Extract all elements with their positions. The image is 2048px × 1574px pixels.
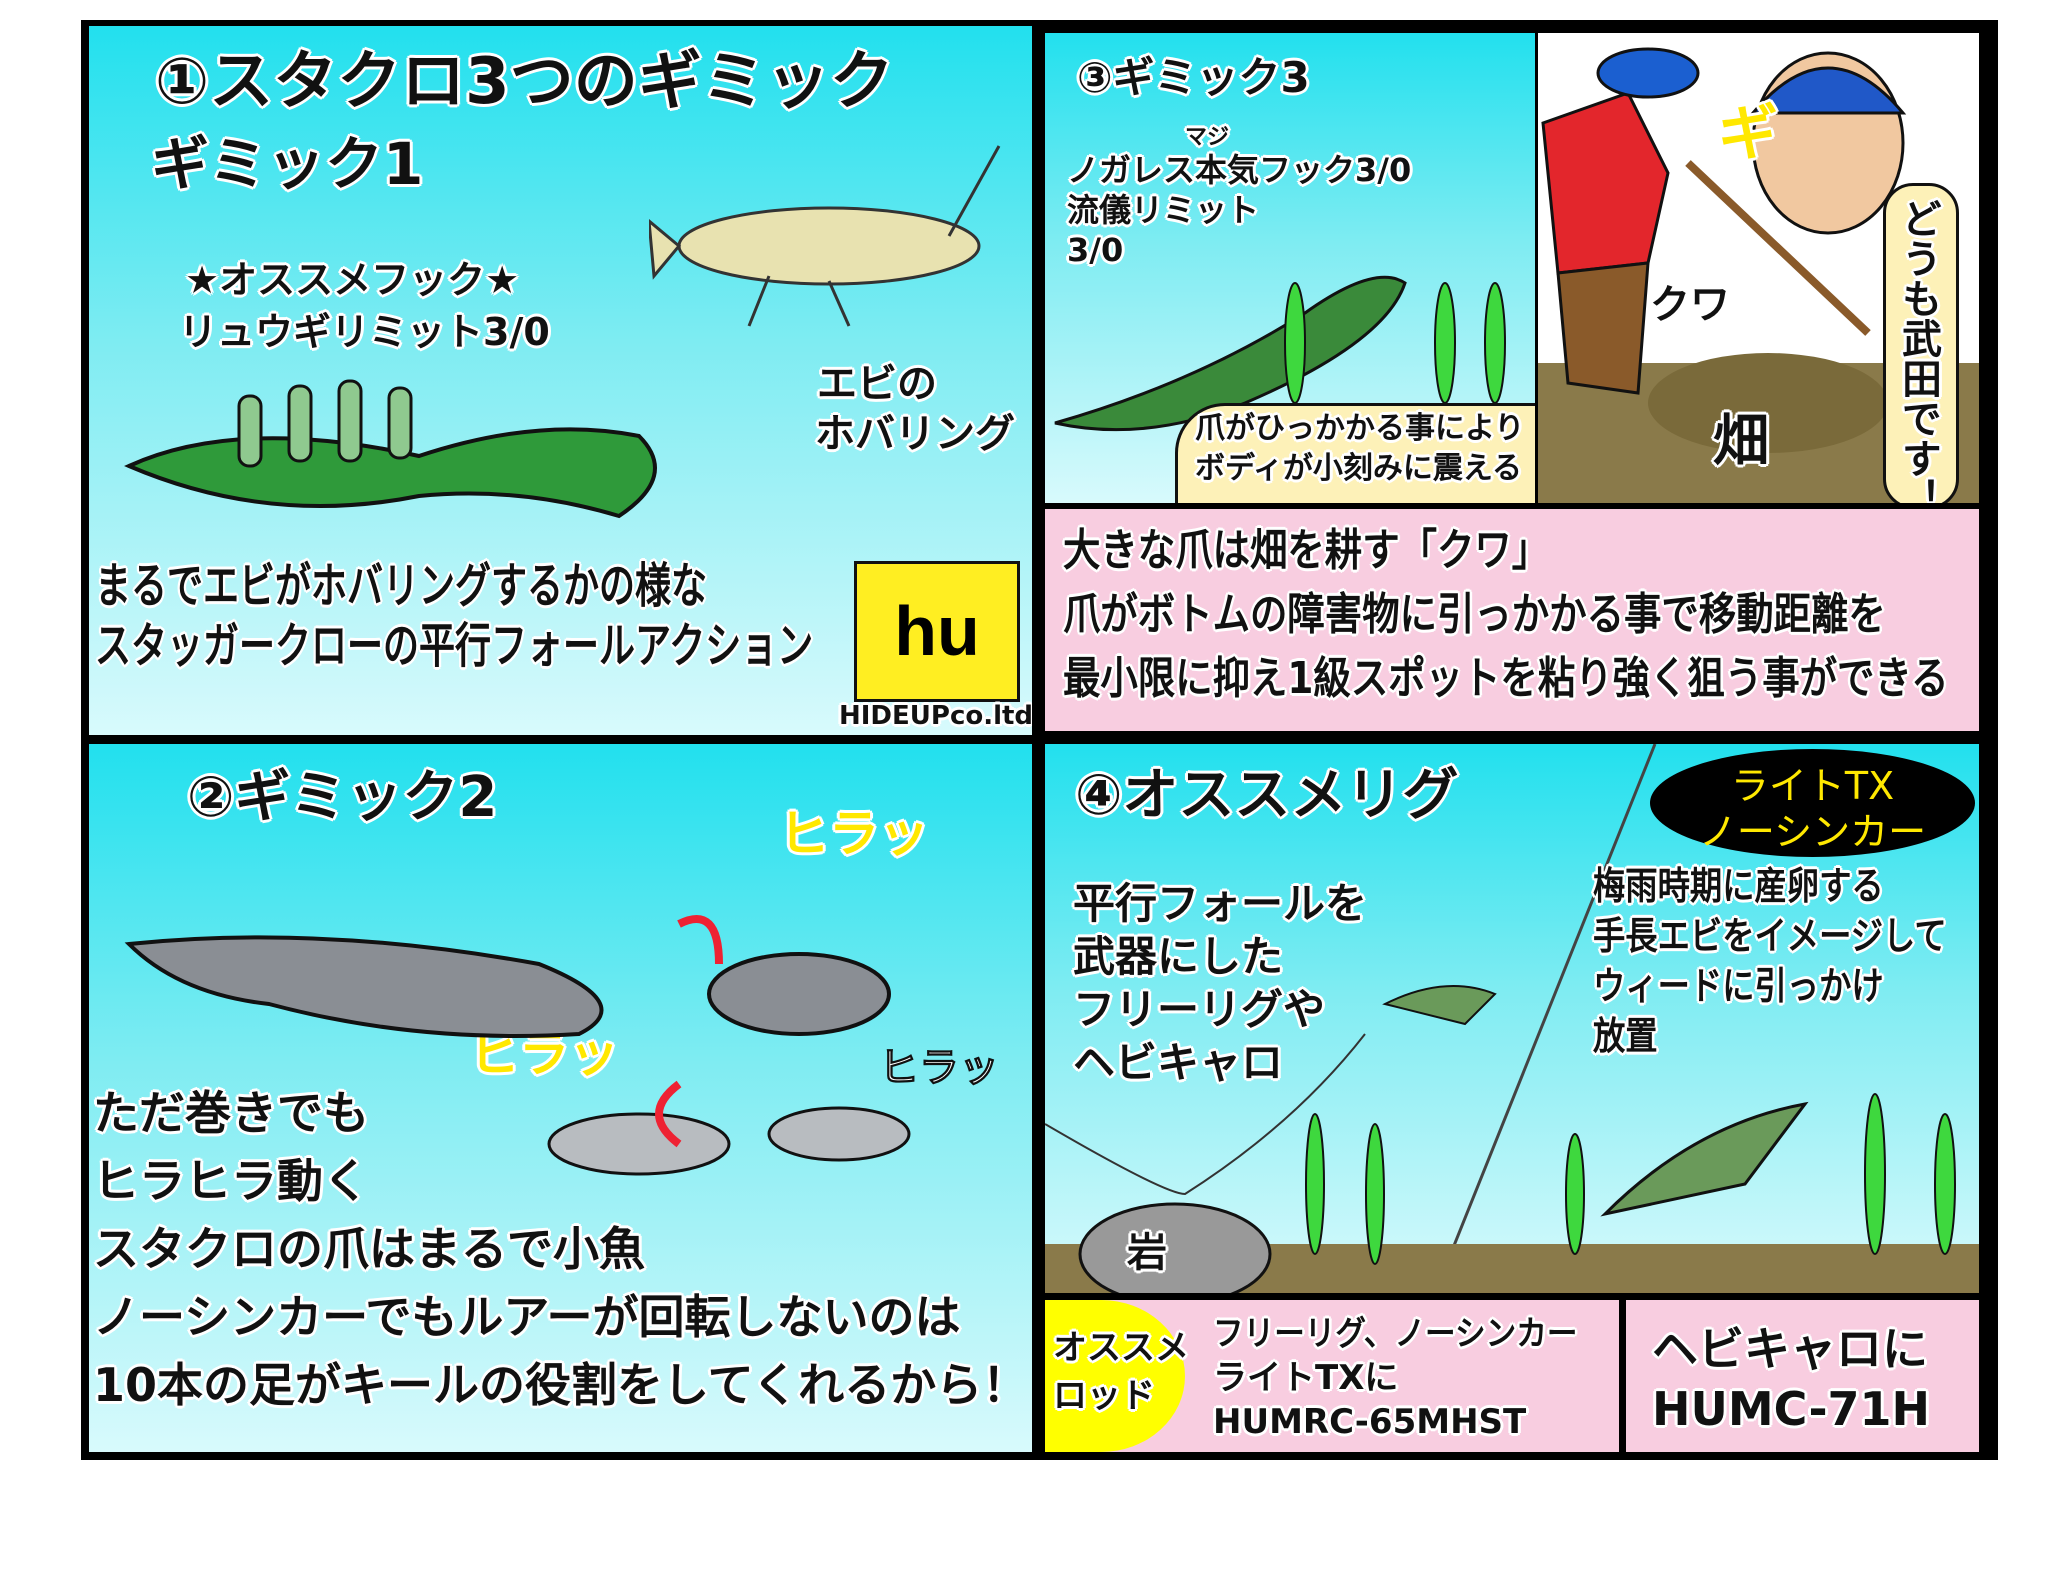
bubble-text-2: ボディが小刻みに震える xyxy=(1195,451,1522,486)
hook-label: ★オススメフック★ xyxy=(185,258,520,302)
company-name: HIDEUPco.ltd xyxy=(839,701,1032,731)
info-line-3: 最小限に抑え1級スポットを粘り強く狙う事ができる xyxy=(1063,653,1949,704)
rig-badge-line-1: ライトTX xyxy=(1730,764,1895,808)
rig-illustration xyxy=(1045,744,1979,1293)
panel-1-desc-2: スタッガークローの平行フォールアクション xyxy=(95,618,814,674)
panel-gimmick-3: ③ギミック3 マジ ノガレス本気フック3/0 流儀リミット 3/0 爪がひっかか… xyxy=(1045,33,1535,503)
info-line-2: 爪がボトムの障害物に引っかかる事で移動距離を xyxy=(1063,589,1886,640)
panel-2-desc-1: ただ巻きでも xyxy=(93,1086,369,1140)
panel-1-subtitle: ギミック1 xyxy=(151,130,424,198)
speech-bubble xyxy=(1175,403,1535,503)
rig-badge-line-2: ノーシンカー xyxy=(1698,810,1927,854)
field-label: 畑 xyxy=(1713,409,1769,474)
panel-4-right-1: 梅雨時期に産卵する xyxy=(1593,864,1884,908)
rod-2-line-1: ヘビキャロに xyxy=(1652,1322,1928,1376)
grey-lure-and-fish-illustration xyxy=(124,915,911,1176)
green-lure-illustration xyxy=(124,379,657,519)
rod-2-model: HUMC-71H xyxy=(1652,1382,1931,1436)
company-logo: hu xyxy=(854,561,1020,702)
panel-3-hook-2: 流儀リミット xyxy=(1067,191,1260,229)
shrimp-label-2: ホバリング xyxy=(815,411,1015,457)
recommended-rod-tag xyxy=(1045,1300,1185,1452)
rock-label: 岩 xyxy=(1127,1230,1167,1276)
rod-box-1: オススメ ロッド フリーリグ、ノーシンカー ライトTXに HUMRC-65MHS… xyxy=(1045,1300,1619,1452)
shrimp-label-1: エビの xyxy=(817,361,937,407)
hoe-label: クワ xyxy=(1650,282,1730,328)
rod-tag-line-2: ロッド xyxy=(1053,1376,1155,1416)
panel-4-left-2: 武器にした xyxy=(1073,932,1284,981)
panel-4-left-3: フリーリグや xyxy=(1073,985,1326,1034)
panel-gimmick-1: ①スタクロ3つのギミック ギミック1 ★オススメフック★ リュウギリミット3/0… xyxy=(89,26,1032,735)
panel-4-title: ④オススメリグ xyxy=(1075,763,1459,828)
panel-2-desc-4: ノーシンカーでもルアーが回転しないのは xyxy=(93,1290,961,1344)
rod-1-model: HUMRC-65MHST xyxy=(1213,1402,1527,1442)
shrimp-illustration xyxy=(649,145,1001,327)
bubble-text-1: 爪がひっかかる事により xyxy=(1195,411,1525,446)
rod-box-2: ヘビキャロに HUMC-71H xyxy=(1626,1300,1979,1452)
sfx-gi: ギ xyxy=(1718,99,1778,169)
panel-4-left-1: 平行フォールを xyxy=(1073,879,1368,928)
panel-4-right-4: 放置 xyxy=(1593,1014,1658,1058)
panel-2-desc-2: ヒラヒラ動く xyxy=(93,1154,369,1208)
hook-ruby: マジ xyxy=(1185,125,1230,150)
info-box: 大きな爪は畑を耕す「クワ」 爪がボトムの障害物に引っかかる事で移動距離を 最小限… xyxy=(1045,509,1979,731)
panel-1-desc-1: まるでエビがホバリングするかの様な xyxy=(95,558,708,614)
greeting-bubble xyxy=(1883,183,1959,503)
panel-2-desc-3: スタクロの爪はまるで小魚 xyxy=(93,1222,645,1276)
rod-1-line-1: フリーリグ、ノーシンカー xyxy=(1213,1314,1578,1354)
sfx-hira-3: ヒラッ xyxy=(879,1045,1000,1092)
panel-4-left-4: ヘビキャロ xyxy=(1073,1038,1284,1087)
panel-1-title: ①スタクロ3つのギミック xyxy=(155,45,894,119)
panel-recommended-rig: ④オススメリグ 平行フォールを 武器にした フリーリグや ヘビキャロ ライトTX… xyxy=(1045,744,1979,1293)
rig-badge: ライトTX ノーシンカー xyxy=(1650,749,1975,857)
panel-gimmick-2: ②ギミック2 ヒラッ ヒラッ ヒラッ ただ巻きでも ヒラヒラ動く スタクロの爪は… xyxy=(89,744,1032,1452)
rod-1-line-2: ライトTXに xyxy=(1213,1358,1399,1398)
panel-2-title: ②ギミック2 xyxy=(187,765,498,830)
hook-name: リュウギリミット3/0 xyxy=(179,310,550,354)
panel-3-title: ③ギミック3 xyxy=(1077,53,1310,102)
panel-farmer: ギ クワ 畑 どうも武田です！ xyxy=(1538,33,1979,503)
info-line-1: 大きな爪は畑を耕す「クワ」 xyxy=(1063,525,1550,576)
panel-3-hook-3: 3/0 xyxy=(1067,231,1124,269)
panel-4-right-3: ウィードに引っかけ xyxy=(1593,964,1884,1008)
greeting-text: どうも武田です！ xyxy=(1895,198,1941,503)
rod-tag-line-1: オススメ xyxy=(1053,1328,1189,1368)
panel-2-desc-5: 10本の足がキールの役割をしてくれるから！ xyxy=(93,1358,1029,1412)
sfx-hira-1: ヒラッ xyxy=(779,805,929,863)
panel-4-right-2: 手長エビをイメージして xyxy=(1593,914,1947,958)
panel-3-hook-1: ノガレス本気フック3/0 xyxy=(1067,151,1412,189)
